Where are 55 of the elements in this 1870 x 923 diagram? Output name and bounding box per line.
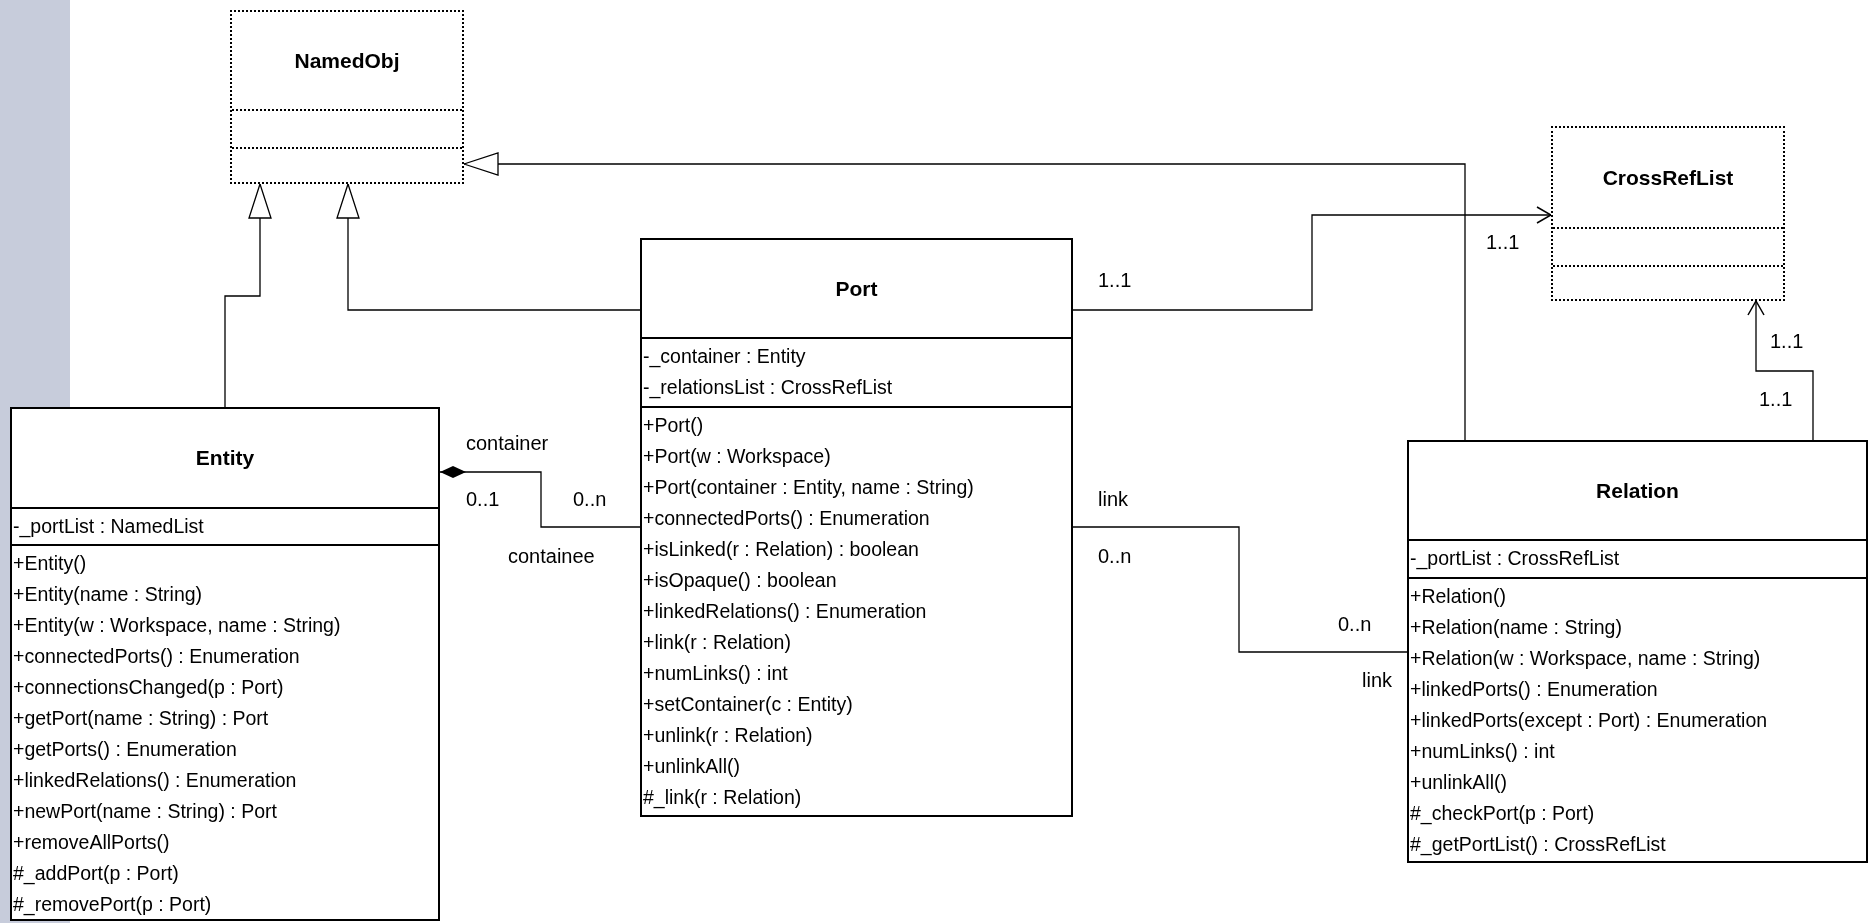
operation-text: +getPorts() : Enumeration [13,737,238,762]
generalization-arrow [463,152,1466,441]
operation-text: +unlink(r : Relation) [643,723,814,748]
operation-text: +newPort(name : String) : Port [13,799,278,824]
operation-text: +linkedRelations() : Enumeration [13,768,298,793]
operation-text: #_getPortList() : CrossRefList [1410,832,1667,858]
association-line [1072,526,1408,653]
attribute-text: -_portList : NamedList [13,514,205,540]
operation-text: #_checkPort(p : Port) [1410,801,1596,827]
association-arrow [1072,206,1552,311]
operation-text: +isOpaque() : boolean [643,568,838,593]
operation-text: +Port(w : Workspace) [643,444,832,469]
operation-text: +Relation() [1410,584,1507,609]
operation-text: +linkedPorts() : Enumeration [1410,677,1659,702]
operation-text: +Relation(w : Workspace, name : String) [1410,646,1762,671]
class-box [1407,440,1868,863]
operation-text: +unlinkAll() [643,754,741,779]
class-box [1551,126,1785,301]
composition-line [439,466,641,528]
operation-text: +Port() [643,413,705,438]
generalization-arrow [224,183,272,408]
class-name: NamedObj [294,48,400,73]
operation-text: +Entity(name : String) [13,582,204,607]
operation-text: +Entity() [13,551,88,576]
operation-text: #_removePort(p : Port) [13,892,213,918]
operation-text: +Port(container : Entity, name : String) [643,475,975,500]
class-name: Entity [195,446,255,470]
attribute-text: -_portList : CrossRefList [1410,546,1621,572]
class-name: Port [835,276,878,301]
generalization-arrow [336,183,641,311]
operation-text: +getPort(name : String) : Port [13,706,270,731]
operation-text: +linkedRelations() : Enumeration [643,599,928,624]
operation-text: +connectionsChanged(p : Port) [13,675,285,700]
operation-text: #_addPort(p : Port) [13,861,180,887]
attribute-text: -_container : Entity [643,344,807,370]
operation-text: +connectedPorts() : Enumeration [13,644,301,669]
class-box [640,238,1073,817]
class-box [10,407,440,921]
operation-text: #_link(r : Relation) [643,785,803,811]
operation-text: +setContainer(c : Entity) [643,692,854,717]
operation-text: +connectedPorts() : Enumeration [643,506,931,531]
class-box [230,10,464,184]
operation-text: +link(r : Relation) [643,630,792,655]
operation-text: +numLinks() : int [643,661,789,686]
operation-text: +removeAllPorts() [13,830,171,855]
operation-text: +Relation(name : String) [1410,615,1623,640]
operation-text: +numLinks() : int [1410,739,1556,764]
operation-text: +linkedPorts(except : Port) : Enumeration [1410,708,1769,733]
attribute-text: -_relationsList : CrossRefList [643,375,894,401]
operation-text: +Entity(w : Workspace, name : String) [13,613,342,638]
operation-text: +unlinkAll() [1410,770,1508,795]
association-arrow [1747,300,1814,441]
class-name: CrossRefList [1602,165,1734,190]
class-name: Relation [1596,478,1679,503]
operation-text: +isLinked(r : Relation) : boolean [643,537,920,562]
